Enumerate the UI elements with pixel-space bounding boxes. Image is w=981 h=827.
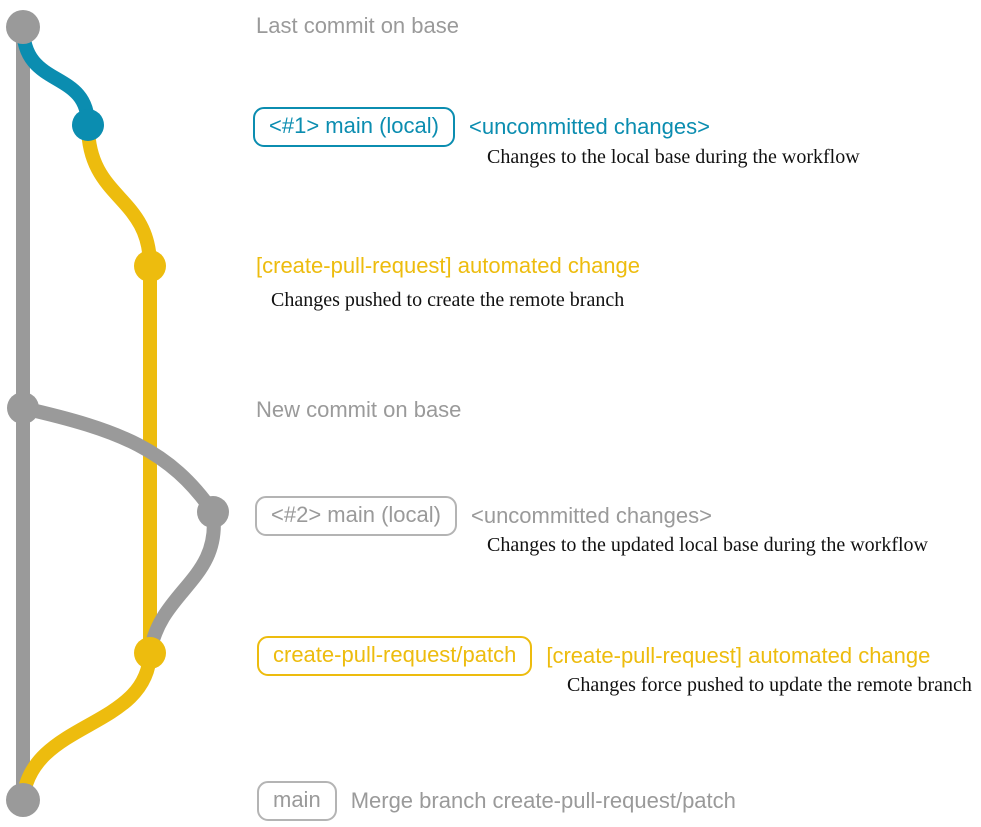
local-change-2-headline: <uncommitted changes> bbox=[470, 503, 712, 528]
branch-pill-main-local-1[interactable]: <#1> main (local) bbox=[253, 107, 455, 147]
branch-pill-main[interactable]: main bbox=[257, 781, 337, 821]
automated-change-2-headline: [create-pull-request] automated change bbox=[546, 643, 931, 668]
automated-change-2-subtext: Changes force pushed to update the remot… bbox=[567, 674, 972, 696]
row-local-change-1: <#1> main (local) <uncommitted changes> bbox=[253, 107, 710, 147]
row-new-commit-on-base: New commit on base bbox=[256, 397, 461, 423]
new-commit-on-base-headline: New commit on base bbox=[256, 397, 462, 422]
branch-pill-main-local-2[interactable]: <#2> main (local) bbox=[255, 496, 457, 536]
row-merge-commit: main Merge branch create-pull-request/pa… bbox=[257, 781, 736, 821]
automated-change-1-subtext: Changes pushed to create the remote bran… bbox=[271, 289, 625, 311]
local-change-2-subtext: Changes to the updated local base during… bbox=[487, 534, 928, 556]
last-commit-on-base-headline: Last commit on base bbox=[256, 13, 459, 38]
row-local-change-2: <#2> main (local) <uncommitted changes> bbox=[255, 496, 712, 536]
local-change-1-headline: <uncommitted changes> bbox=[468, 114, 710, 139]
branch-pill-create-pull-request-patch[interactable]: create-pull-request/patch bbox=[257, 636, 533, 676]
row-automated-change-1: [create-pull-request] automated change bbox=[256, 253, 640, 279]
local-change-1-subtext: Changes to the local base during the wor… bbox=[487, 146, 860, 168]
row-automated-change-2: create-pull-request/patch [create-pull-r… bbox=[257, 636, 930, 676]
row-last-commit-on-base: Last commit on base bbox=[256, 13, 459, 39]
merge-commit-headline: Merge branch create-pull-request/patch bbox=[350, 788, 736, 813]
automated-change-1-headline: [create-pull-request] automated change bbox=[256, 253, 641, 278]
